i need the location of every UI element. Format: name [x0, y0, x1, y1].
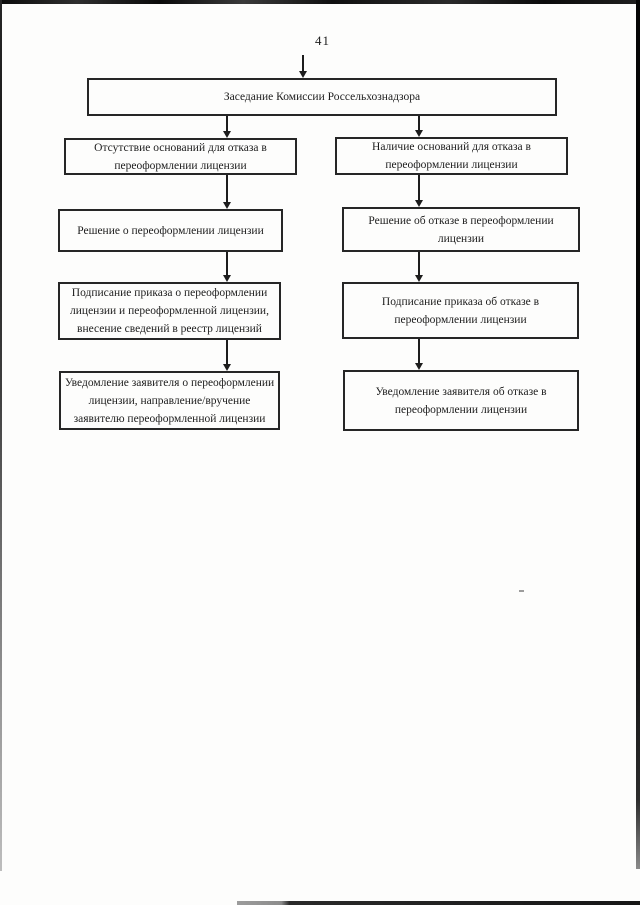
flow-box-commission-session: Заседание Комиссии Россельхознадзора	[87, 78, 557, 116]
flow-box-refusal-decision: Решение об отказе в переоформлении лицен…	[342, 207, 580, 252]
connector-line	[418, 116, 420, 130]
arrowhead-down-icon	[299, 71, 307, 78]
connector-line	[418, 339, 420, 363]
arrowhead-down-icon	[415, 200, 423, 207]
scan-speck	[519, 590, 524, 592]
flow-box-refusal-notification: Уведомление заявителя об отказе в переоф…	[343, 370, 579, 431]
arrowhead-down-icon	[223, 275, 231, 282]
flow-box-refusal-grounds: Наличие оснований для отказа в переоформ…	[335, 137, 568, 175]
scan-border-right	[636, 0, 640, 869]
connector-line	[226, 340, 228, 364]
flow-box-no-refusal-grounds: Отсутствие оснований для отказа в переоф…	[64, 138, 297, 175]
scan-border-left	[0, 0, 2, 871]
arrowhead-down-icon	[223, 202, 231, 209]
connector-line	[226, 175, 228, 202]
page-number: 41	[315, 33, 330, 48]
connector-line	[418, 252, 420, 275]
arrowhead-down-icon	[415, 275, 423, 282]
arrowhead-down-icon	[223, 131, 231, 138]
scan-border-top	[0, 0, 640, 4]
scan-border-bottom	[237, 901, 640, 905]
connector-line	[226, 252, 228, 275]
connector-line	[418, 175, 420, 200]
arrowhead-down-icon	[415, 363, 423, 370]
flow-box-refusal-order-signing: Подписание приказа об отказе в переоформ…	[342, 282, 579, 339]
arrowhead-down-icon	[223, 364, 231, 371]
flow-box-reissue-notification: Уведомление заявителя о переоформлении л…	[59, 371, 280, 430]
arrowhead-down-icon	[415, 130, 423, 137]
flow-box-reissue-order-signing: Подписание приказа о переоформлении лице…	[58, 282, 281, 340]
connector-line	[226, 116, 228, 131]
flow-box-reissue-decision: Решение о переоформлении лицензии	[58, 209, 283, 252]
connector-line	[302, 55, 304, 72]
